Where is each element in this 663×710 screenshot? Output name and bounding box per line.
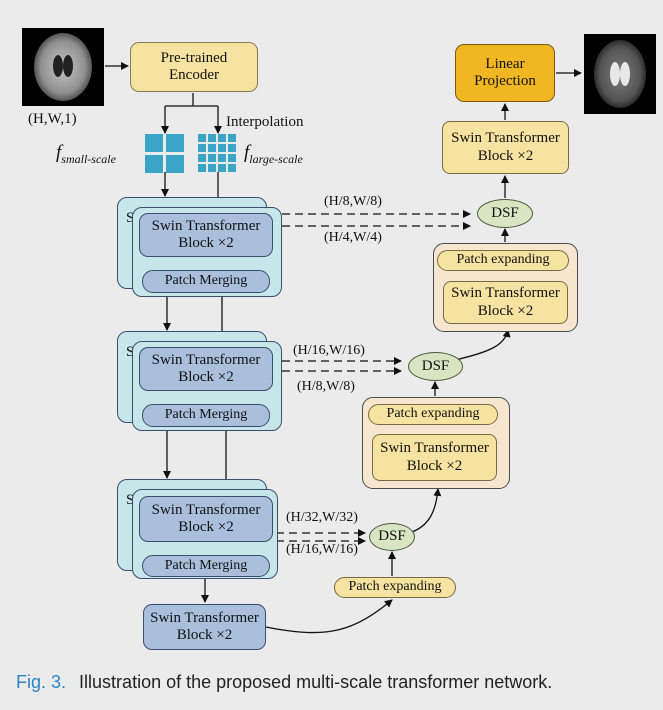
output-swin-block: Swin Transformer Block ×2 bbox=[442, 121, 569, 174]
dsf-node-3: DSF bbox=[369, 523, 415, 551]
dsf-node-1: DSF bbox=[477, 199, 533, 228]
stage3-patch-merging: Patch Merging bbox=[142, 555, 270, 577]
dsf-node-2: DSF bbox=[408, 352, 463, 381]
skip-s1-top-label: (H/8,W/8) bbox=[324, 194, 382, 209]
input-shape-label: (H,W,1) bbox=[28, 111, 77, 127]
skip-s3-top-label: (H/32,W/32) bbox=[286, 510, 358, 525]
small-scale-feature-icon bbox=[145, 134, 184, 173]
decoder-stage1-patch-expanding: Patch expanding bbox=[437, 250, 569, 271]
input-mri-image bbox=[22, 28, 104, 106]
patch-expanding-bottom: Patch expanding bbox=[334, 577, 456, 598]
decoder-stage2-swin-block: Swin Transformer Block ×2 bbox=[372, 434, 497, 481]
output-mri-image bbox=[584, 34, 656, 114]
large-scale-label: flarge-scale bbox=[244, 142, 303, 166]
stage2-patch-merging: Patch Merging bbox=[142, 404, 270, 427]
decoder-stage2-patch-expanding: Patch expanding bbox=[368, 404, 498, 425]
arrow-dsf3-dec2 bbox=[411, 488, 442, 533]
small-scale-label: fsmall-scale bbox=[56, 142, 116, 166]
stage2-swin-block: Swin Transformer Block ×2 bbox=[139, 347, 273, 391]
pretrained-encoder: Pre-trained Encoder bbox=[130, 42, 258, 92]
skip-s2-bottom-label: (H/8,W/8) bbox=[297, 379, 355, 394]
interpolation-label: Interpolation bbox=[226, 114, 304, 130]
arrow-dsf2-dec1 bbox=[454, 329, 511, 361]
decoder-stage1-swin-block: Swin Transformer Block ×2 bbox=[443, 281, 568, 324]
stage3-swin-block: Swin Transformer Block ×2 bbox=[139, 496, 273, 542]
large-scale-feature-icon bbox=[198, 134, 236, 172]
caption-text: Illustration of the proposed multi-scale… bbox=[79, 672, 553, 692]
stage1-swin-block: Swin Transformer Block ×2 bbox=[139, 213, 273, 257]
skip-s2-top-label: (H/16,W/16) bbox=[293, 343, 365, 358]
skip-s3-bottom-label: (H/16,W/16) bbox=[286, 542, 358, 557]
encoder-label: Pre-trained Encoder bbox=[160, 49, 228, 83]
bottleneck-swin-block: Swin Transformer Block ×2 bbox=[143, 604, 266, 650]
figure-caption: Fig. 3. Illustration of the proposed mul… bbox=[16, 672, 552, 693]
arrow-bottleneck-pe bbox=[265, 599, 393, 634]
skip-s1-bottom-label: (H/4,W/4) bbox=[324, 230, 382, 245]
figure-number: Fig. 3. bbox=[16, 672, 67, 692]
linear-projection: Linear Projection bbox=[455, 44, 555, 102]
stage1-patch-merging: Patch Merging bbox=[142, 270, 270, 293]
